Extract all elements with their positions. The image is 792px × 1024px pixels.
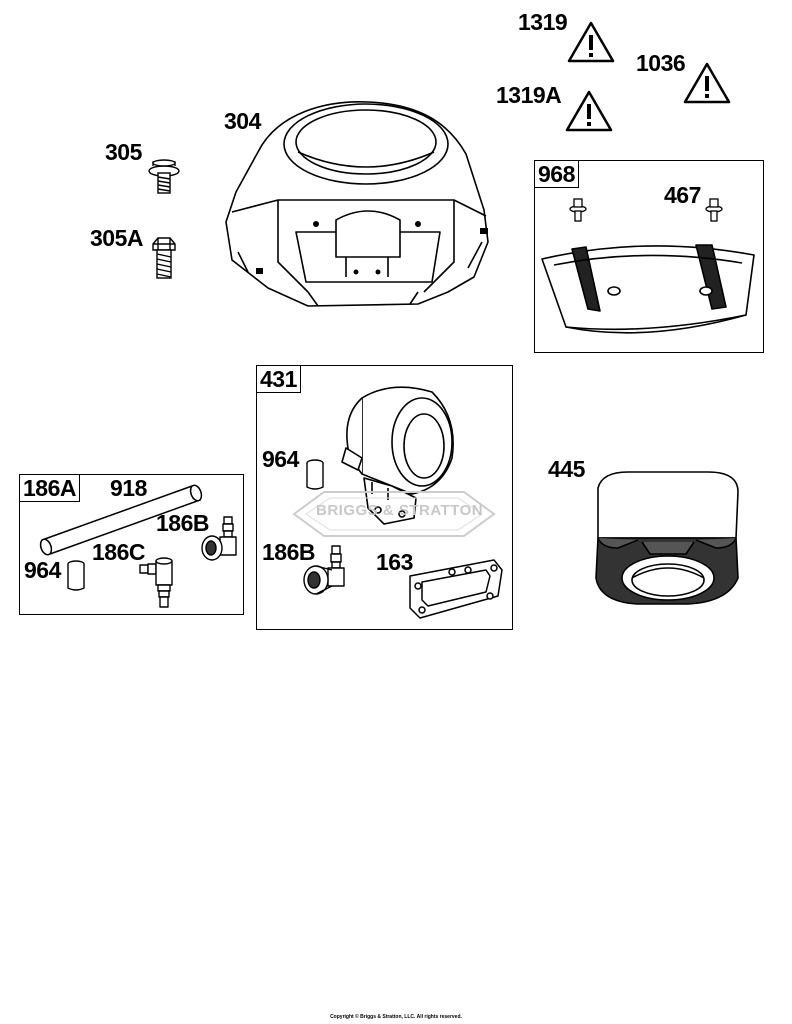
label-305A: 305A	[90, 225, 143, 251]
screw-part-305[interactable]	[147, 159, 181, 195]
label-163: 163	[376, 549, 413, 575]
watermark-logo	[292, 491, 496, 537]
callout-box-431: 431	[256, 365, 513, 630]
label-186B-center: 186B	[262, 539, 315, 565]
sleeve-part-964-center[interactable]	[305, 459, 325, 491]
callout-box-186A: 186A	[19, 474, 244, 615]
label-1319A: 1319A	[496, 82, 562, 108]
label-918: 918	[110, 475, 147, 501]
label-1036: 1036	[636, 50, 686, 76]
fitting-part-186B-center[interactable]	[298, 544, 350, 600]
box-tag-186A: 186A	[19, 474, 80, 502]
label-186C: 186C	[92, 539, 145, 565]
warning-triangle-icon-1036[interactable]	[682, 61, 732, 105]
blower-housing-part-304[interactable]	[218, 92, 498, 318]
label-445: 445	[548, 456, 585, 482]
rivet-part-467-right[interactable]	[705, 197, 723, 223]
watermark-text: BRIGGS & STRATTON	[316, 502, 484, 519]
rivet-part-467-left[interactable]	[569, 197, 587, 223]
box-tag-968: 968	[534, 160, 579, 188]
label-1319: 1319	[518, 9, 568, 35]
warning-triangle-icon-1319[interactable]	[566, 20, 616, 64]
gasket-part-163[interactable]	[406, 556, 506, 622]
sleeve-part-964-left[interactable]	[66, 560, 86, 592]
fitting-part-186C[interactable]	[138, 555, 182, 609]
label-964-left: 964	[24, 557, 61, 583]
label-305: 305	[105, 139, 142, 165]
copyright-notice: Copyright © Briggs & Stratton, LLC. All …	[330, 1014, 462, 1020]
label-964-center: 964	[262, 446, 299, 472]
box-tag-431: 431	[256, 365, 301, 393]
warning-triangle-icon-1319A[interactable]	[564, 89, 614, 133]
air-cleaner-part-445[interactable]	[588, 468, 744, 610]
cover-part-968[interactable]	[536, 235, 762, 340]
screw-part-305A[interactable]	[150, 236, 178, 280]
label-304: 304	[224, 108, 261, 134]
label-186B-left: 186B	[156, 510, 209, 536]
label-467: 467	[664, 182, 701, 208]
callout-box-968: 968	[534, 160, 764, 353]
intake-duct-part-431[interactable]	[332, 378, 462, 528]
tube-part-918[interactable]	[36, 480, 206, 558]
fitting-part-186B-left[interactable]	[200, 515, 244, 565]
